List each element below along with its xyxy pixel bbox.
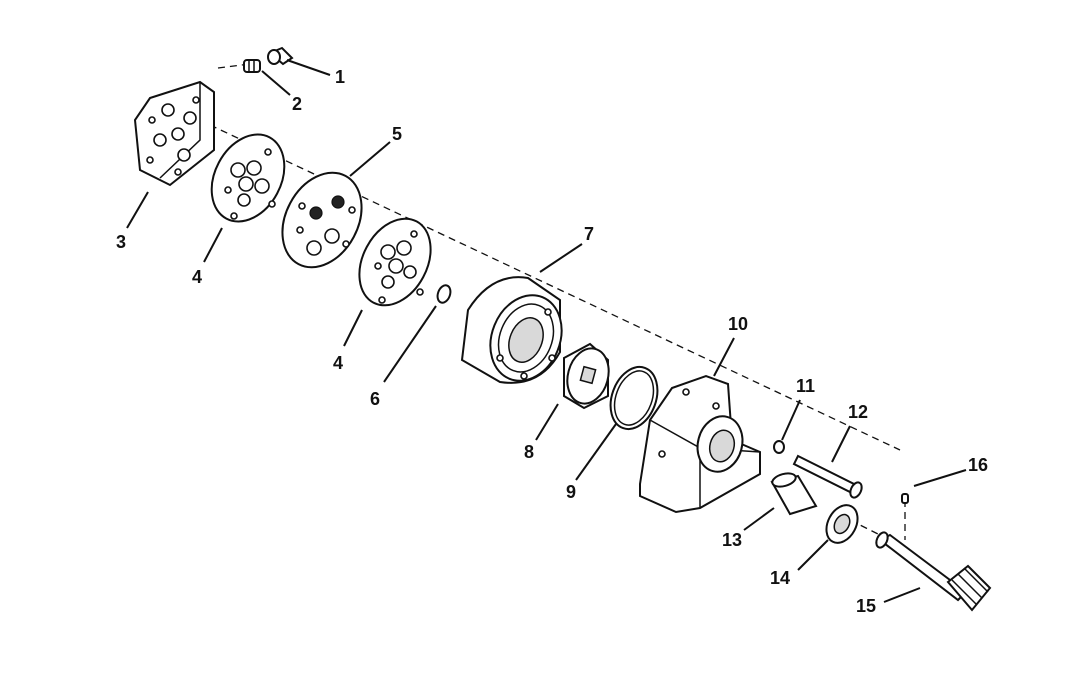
callout-1: 1 — [335, 67, 345, 87]
callout-6: 6 — [370, 389, 380, 409]
part-1-elbow-fitting — [267, 46, 294, 66]
part-8-rotor — [563, 342, 610, 410]
callout-12: 12 — [848, 402, 868, 422]
callout-labels: 1 2 3 4 5 4 6 7 8 9 10 11 12 13 14 15 16 — [116, 67, 988, 616]
callout-11: 11 — [796, 376, 815, 396]
callout-8: 8 — [524, 442, 534, 462]
part-12-bolt — [792, 454, 863, 499]
callout-13: 13 — [722, 530, 742, 550]
part-11-nut — [773, 440, 785, 454]
callout-14: 14 — [770, 568, 790, 588]
callout-4b: 4 — [333, 353, 343, 373]
part-7-pump-body — [460, 276, 563, 384]
callout-10: 10 — [728, 314, 748, 334]
callout-3: 3 — [116, 232, 126, 252]
part-3-end-cover — [133, 80, 215, 187]
part-5-valve-plate — [281, 171, 363, 269]
part-4-gasket-b — [358, 217, 432, 307]
part-16-key-pin — [901, 493, 909, 504]
callout-16: 16 — [968, 455, 988, 475]
part-4-gasket-a — [210, 133, 286, 223]
part-6-small-o-ring — [436, 284, 452, 304]
part-10-mounting-bracket — [639, 374, 761, 514]
part-9-large-o-ring — [609, 366, 659, 430]
callout-4a: 4 — [192, 267, 202, 287]
part-15-drive-shaft — [875, 531, 992, 612]
part-14-seal — [825, 504, 859, 544]
callout-9: 9 — [566, 482, 576, 502]
callout-5: 5 — [392, 124, 402, 144]
callout-2: 2 — [292, 94, 302, 114]
part-13-bushing — [770, 472, 818, 516]
callout-7: 7 — [584, 224, 594, 244]
leader-lines — [126, 59, 967, 603]
part-2-nipple-fitting — [243, 59, 261, 73]
callout-15: 15 — [856, 596, 876, 616]
